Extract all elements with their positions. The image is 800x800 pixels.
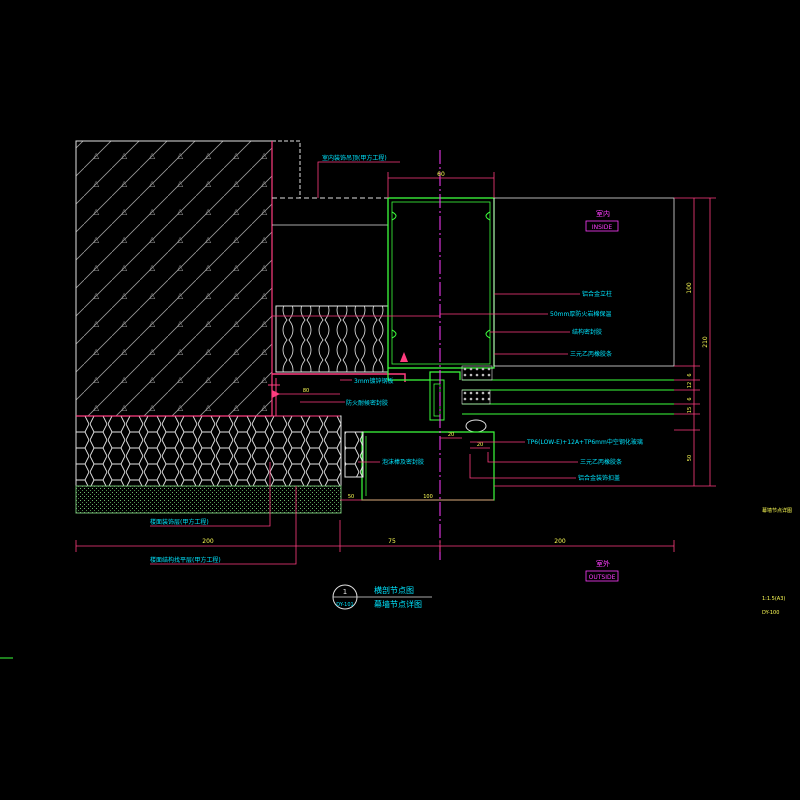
right-dimension-chain: 210 100 6 12 6 15 50 — [494, 197, 716, 487]
note-gasket-2: 三元乙丙橡胶条 — [580, 458, 622, 466]
inside-tag: 室内 INSIDE — [585, 209, 619, 232]
dim-small-a: 20 — [477, 442, 483, 448]
dim-right: 200 — [554, 538, 566, 545]
aluminum-mullion — [387, 197, 495, 421]
inside-label-cn: 室内 — [596, 209, 610, 218]
drawing-number: DY-100 — [762, 610, 779, 616]
section-number: 1 — [343, 588, 347, 596]
dim-bottom-b: 100 — [423, 494, 433, 500]
dim-r2: 12 — [687, 382, 693, 388]
inside-label-en: INSIDE — [592, 224, 612, 231]
note-gasket-1: 三元乙丙橡胶条 — [570, 350, 612, 358]
section-sheet: DY-101 — [336, 602, 353, 608]
drawing-title-1: 横剖节点图 — [374, 585, 414, 595]
note-insulation: 50mm厚防火岩棉保温 — [550, 310, 611, 318]
side-info: 幕墙节点详图 1:1.5(A3) DY-100 — [762, 507, 792, 616]
floor-finish-layer — [75, 415, 342, 514]
outside-tag: 室外 OUTSIDE — [585, 559, 619, 582]
section-title-block: 1 DY-101 横剖节点图 幕墙节点详图 — [332, 584, 432, 610]
outside-label-en: OUTSIDE — [589, 574, 616, 581]
drawing-title-2: 幕墙节点详图 — [374, 599, 422, 609]
detail-dimensions: 20 20 50 100 80 — [272, 388, 494, 501]
outside-label-cn: 室外 — [596, 559, 610, 568]
note-glass: TP6(LOW-E)+12A+TP6mm中空钢化玻璃 — [526, 438, 643, 446]
insulated-glass — [461, 197, 675, 433]
note-mullion: 铝合金立柱 — [582, 290, 612, 298]
dim-right-overall: 210 — [702, 336, 709, 348]
dim-r4: 15 — [687, 407, 693, 413]
top-dimension: 60 — [387, 171, 495, 198]
scale-label: 1:1.5(A3) — [762, 596, 785, 602]
concrete-structure — [75, 140, 301, 417]
dim-right-upper: 100 — [686, 282, 693, 294]
dim-small-b: 20 — [448, 432, 454, 438]
side-title: 幕墙节点详图 — [762, 507, 792, 514]
note-foam-rod: 泡沫棒及密封胶 — [382, 458, 424, 466]
dim-top-width: 60 — [437, 171, 445, 178]
note-ceiling: 室内装饰吊顶(甲方工程) — [322, 154, 387, 162]
dim-left: 200 — [202, 538, 214, 545]
dim-r1: 6 — [687, 373, 693, 376]
dim-r3: 6 — [687, 397, 693, 400]
bottom-dimension: 200 75 200 — [75, 520, 675, 552]
note-fire-sealant: 防火耐候密封胶 — [346, 399, 388, 407]
note-floor-base: 楼面结构找平层(甲方工程) — [150, 556, 221, 564]
dim-screw: 80 — [303, 388, 309, 394]
annotations: 室内装饰吊顶(甲方工程) 铝合金立柱 50mm厚防火岩棉保温 结构密封胶 三元乙… — [150, 154, 643, 564]
dim-mid: 75 — [388, 538, 396, 545]
ceiling-line — [272, 197, 388, 226]
leader-lines — [150, 161, 580, 565]
note-sealant-1: 结构密封胶 — [572, 328, 602, 336]
note-floor-finish: 楼面装饰层(甲方工程) — [150, 518, 209, 526]
dim-bottom-a: 50 — [348, 494, 354, 500]
insulation-block — [275, 305, 389, 373]
dim-r5: 50 — [687, 455, 693, 461]
note-pressure-plate: 铝合金装饰扣盖 — [578, 474, 620, 482]
note-steel-plate: 3mm镀锌钢板 — [354, 377, 394, 385]
